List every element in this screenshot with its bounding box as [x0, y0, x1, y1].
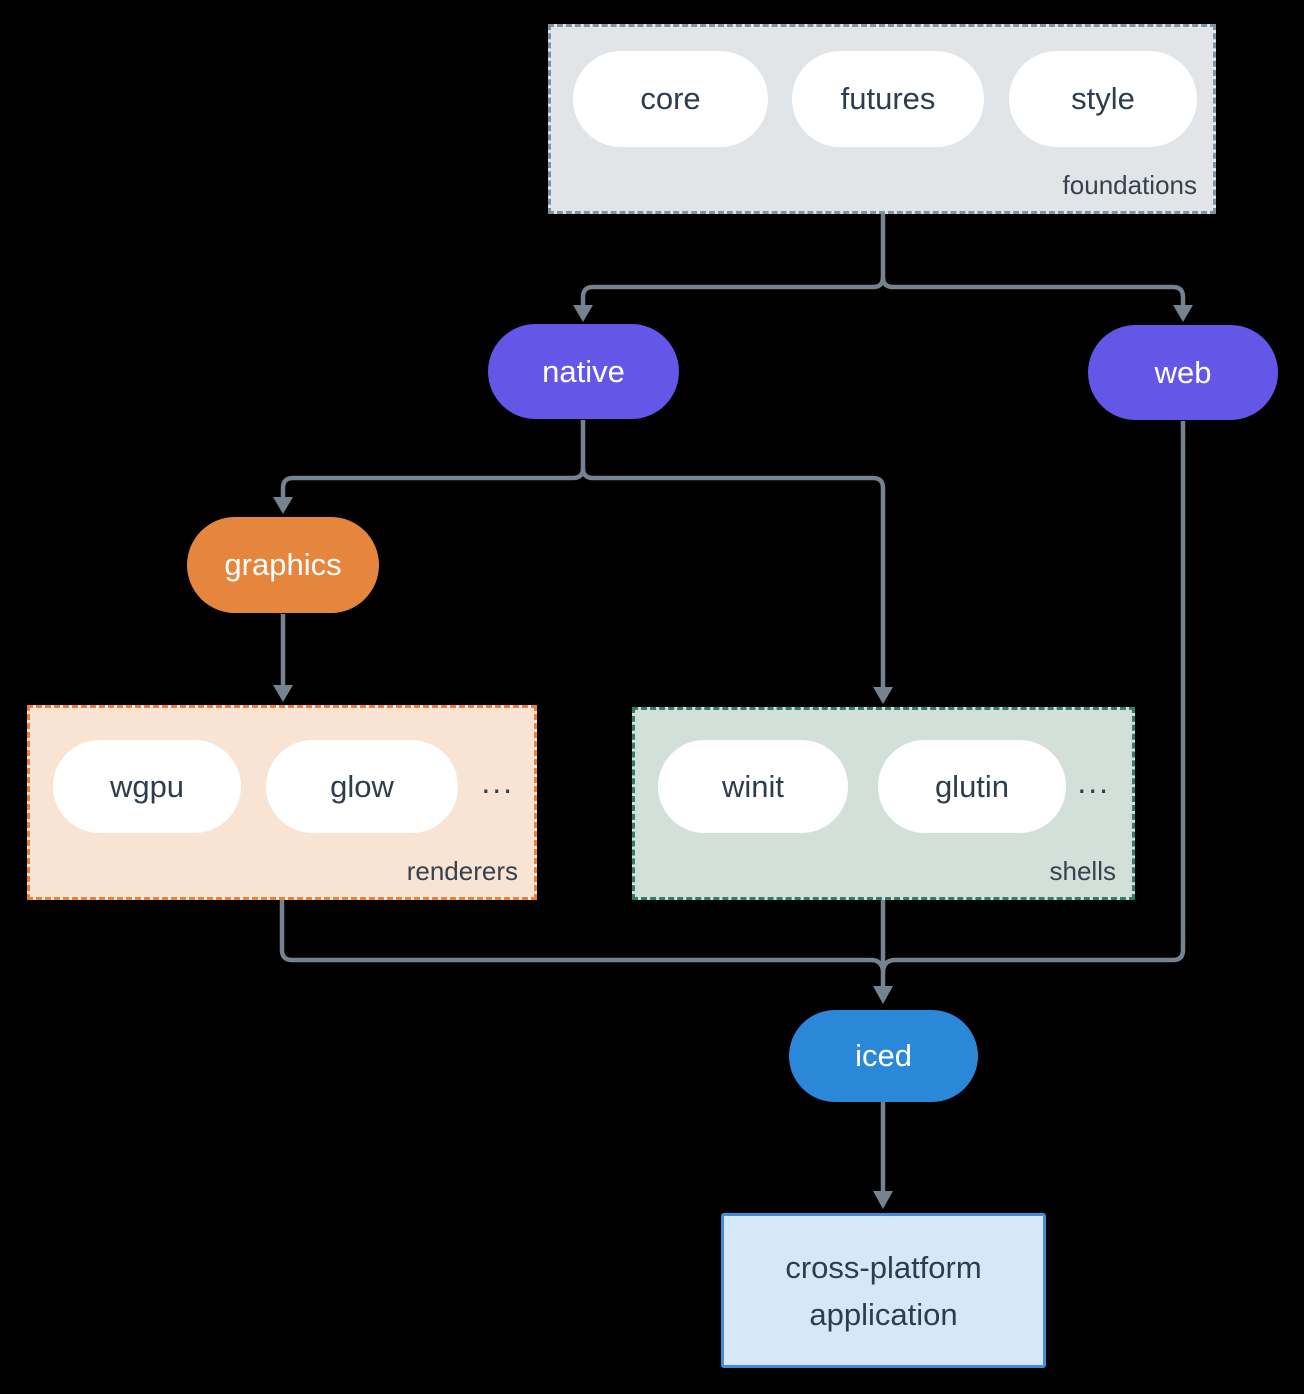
arrowhead-iced	[873, 986, 893, 1004]
renderers-ellipsis: ...	[481, 764, 514, 800]
shells-group: winit glutin ... shells	[632, 707, 1135, 900]
node-web: web	[1088, 325, 1278, 420]
arrowhead-native	[573, 305, 593, 322]
node-futures: futures	[792, 51, 984, 147]
foundations-group: core futures style foundations	[548, 24, 1216, 214]
edge-foundations-web	[880, 276, 1186, 306]
shells-ellipsis: ...	[1077, 764, 1110, 800]
node-core: core	[573, 51, 768, 147]
arrowhead-renderers	[273, 685, 293, 702]
edge-foundations-native	[580, 276, 886, 306]
edge-native-graphics	[280, 467, 586, 498]
arrowhead-application	[873, 1191, 893, 1209]
node-native: native	[488, 324, 679, 419]
node-style: style	[1009, 51, 1197, 147]
arrowhead-shells	[873, 687, 893, 704]
foundations-label: foundations	[1062, 170, 1197, 200]
renderers-group: wgpu glow ... renderers	[27, 705, 537, 900]
node-winit: winit	[658, 740, 848, 833]
node-cross-platform-application: cross-platform application	[721, 1213, 1046, 1368]
node-graphics: graphics	[187, 517, 379, 613]
node-iced: iced	[789, 1010, 978, 1102]
edge-renderers-iced	[279, 900, 886, 971]
node-glow: glow	[266, 740, 458, 833]
renderers-label: renderers	[406, 856, 518, 886]
arrowhead-web	[1173, 305, 1193, 322]
shells-label: shells	[1049, 856, 1116, 886]
edge-native-shells	[580, 467, 886, 688]
node-glutin: glutin	[878, 740, 1066, 833]
node-wgpu: wgpu	[53, 740, 241, 833]
arrowhead-graphics	[273, 497, 293, 514]
